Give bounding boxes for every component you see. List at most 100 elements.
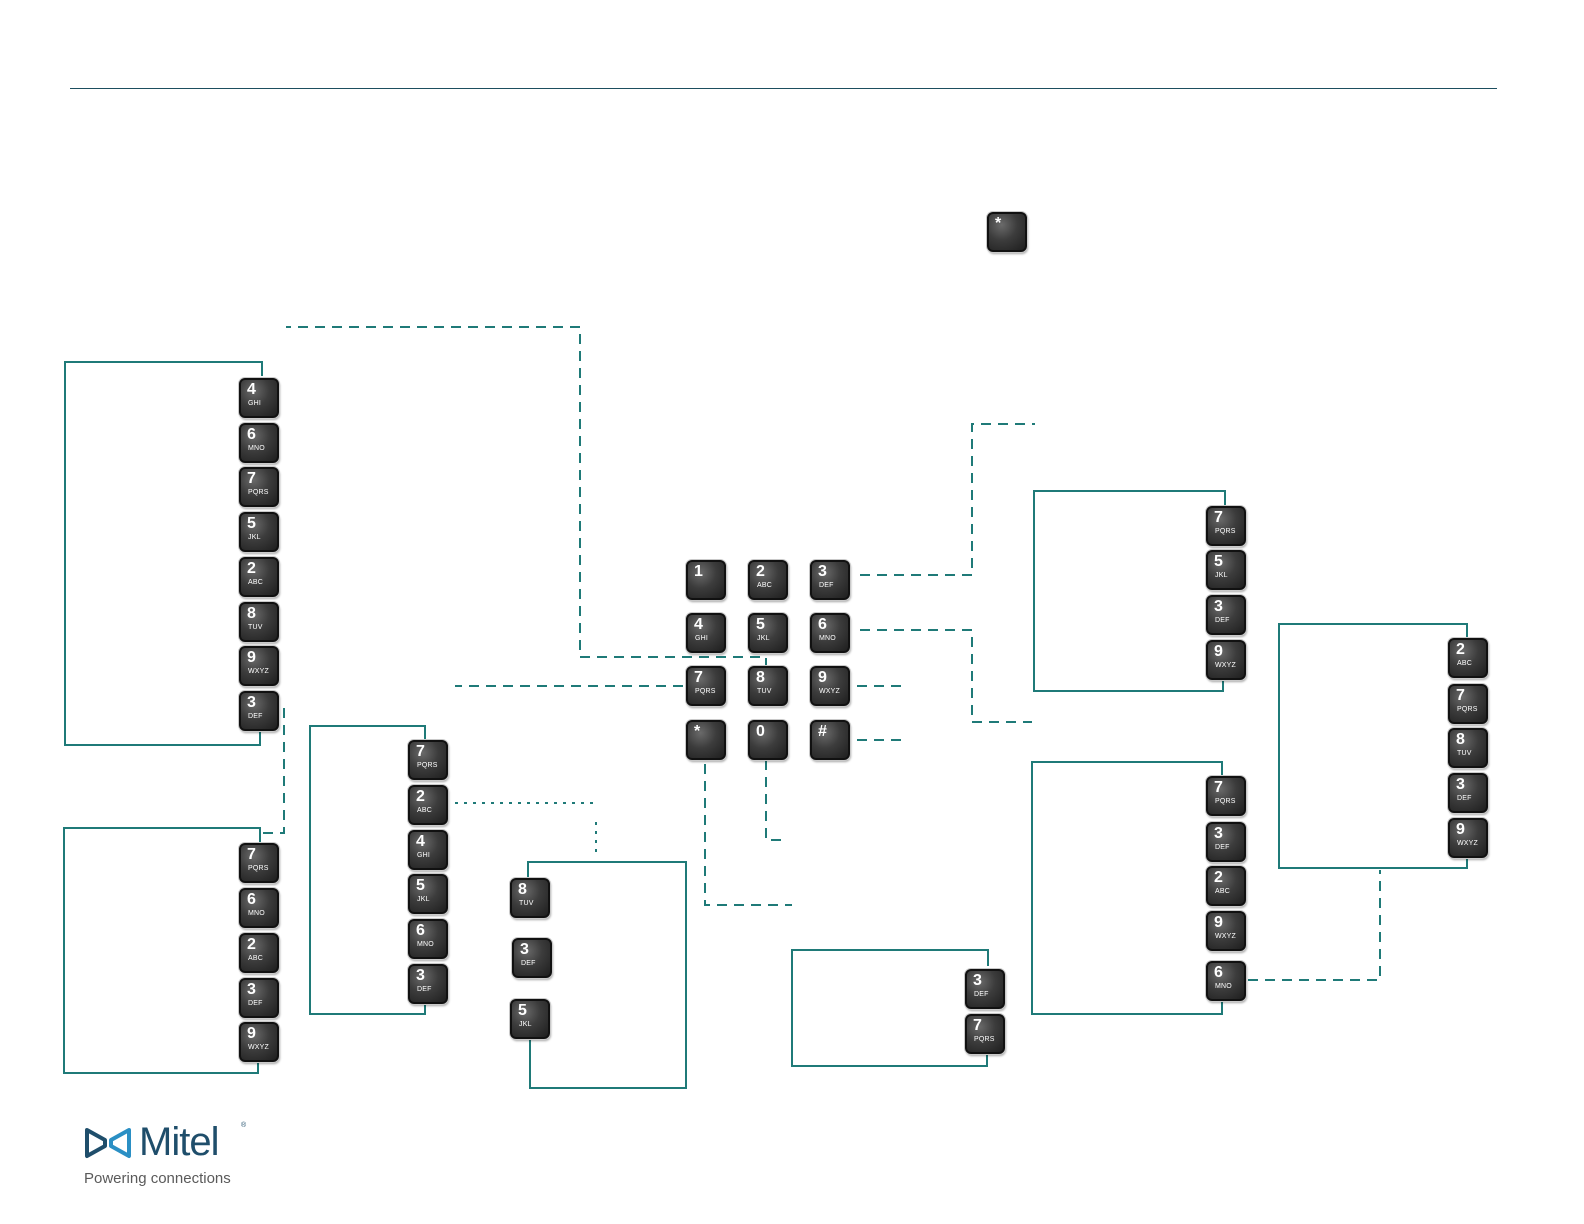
keypad-key-8[interactable]: 8 TUV xyxy=(748,666,788,706)
keypad-key-7[interactable]: 7 PQRS xyxy=(686,666,726,706)
logo-tagline: Powering connections xyxy=(84,1170,231,1187)
keypad-key-0[interactable]: 0 xyxy=(748,720,788,760)
key-letters: ABC xyxy=(248,955,263,962)
key-letters: WXYZ xyxy=(248,668,270,675)
group-box-d xyxy=(527,861,687,1089)
connector-3-to-box-f xyxy=(860,423,1035,576)
key-letters: DEF xyxy=(248,713,263,720)
key-letters: ABC xyxy=(417,807,432,814)
key-number: 2 xyxy=(416,788,425,805)
connector-star-to-box-e xyxy=(704,764,792,906)
keypad-key-4[interactable]: 4 GHI xyxy=(686,613,726,653)
key-number: 3 xyxy=(416,967,425,984)
key-letters: DEF xyxy=(974,991,989,998)
key-letters: DEF xyxy=(417,986,432,993)
key-number: 5 xyxy=(416,877,425,894)
key-letters: PQRS xyxy=(248,489,269,496)
key-number: 3 xyxy=(818,563,827,580)
key-number: 3 xyxy=(1214,598,1223,615)
keypad-key-star[interactable]: * xyxy=(686,720,726,760)
key-letters: DEF xyxy=(248,1000,263,1007)
keypad-key-3[interactable]: 3 DEF xyxy=(810,560,850,600)
key-letters: TUV xyxy=(248,624,263,631)
key-number: 9 xyxy=(1214,914,1223,931)
key-number: 7 xyxy=(1214,779,1223,796)
logo-registered: ® xyxy=(241,1122,247,1129)
key-letters: ABC xyxy=(1457,660,1472,667)
connector-6-to-box-g xyxy=(860,629,1032,723)
key-letters: DEF xyxy=(819,582,834,589)
key-letters: WXYZ xyxy=(248,1044,270,1051)
key-number: 6 xyxy=(1214,964,1223,981)
key-letters: JKL xyxy=(757,635,770,642)
key-number: 0 xyxy=(756,723,765,740)
key-letters: JKL xyxy=(248,534,261,541)
key-number: 7 xyxy=(1214,509,1223,526)
key-number: 3 xyxy=(520,941,529,958)
keypad-key-1[interactable]: 1 xyxy=(686,560,726,600)
key-letters: MNO xyxy=(417,941,434,948)
key-letters: TUV xyxy=(519,900,534,907)
key-number: 5 xyxy=(756,616,765,633)
key-number: * xyxy=(995,215,1002,232)
key-letters: ABC xyxy=(248,579,263,586)
header-rule xyxy=(70,88,1497,89)
key-number: 5 xyxy=(1214,553,1223,570)
keypad-key-9[interactable]: 9 WXYZ xyxy=(810,666,850,706)
keypad-key-6[interactable]: 6 MNO xyxy=(810,613,850,653)
keypad-key-hash[interactable]: # xyxy=(810,720,850,760)
group-box-c xyxy=(309,725,426,1015)
key-letters: TUV xyxy=(757,688,772,695)
key-number: 4 xyxy=(694,616,703,633)
key-letters: MNO xyxy=(248,910,265,917)
star-key[interactable]: * xyxy=(987,212,1027,252)
key-letters: GHI xyxy=(417,852,431,859)
keypad-key-2[interactable]: 2 ABC xyxy=(748,560,788,600)
key-letters: JKL xyxy=(519,1021,532,1028)
keypad-key-5[interactable]: 5 JKL xyxy=(748,613,788,653)
key-letters: ABC xyxy=(757,582,772,589)
key-letters: WXYZ xyxy=(1215,662,1237,669)
key-number: 5 xyxy=(518,1002,527,1019)
key-letters: WXYZ xyxy=(819,688,841,695)
